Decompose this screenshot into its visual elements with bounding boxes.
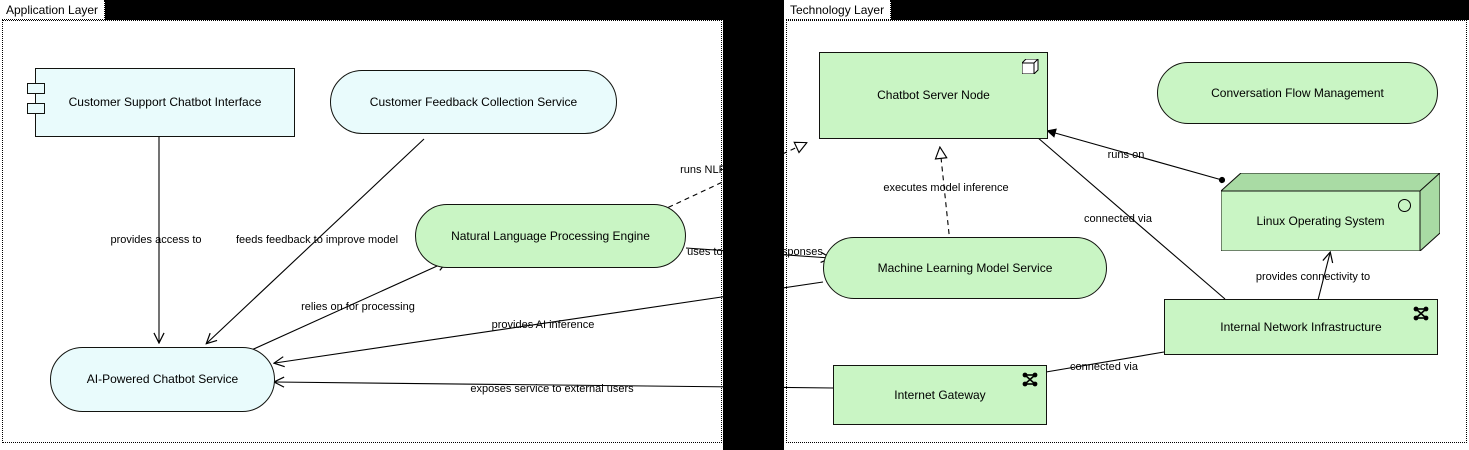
occlusion-band-top-left bbox=[98, 0, 723, 20]
element-internet-gateway[interactable]: Internet Gateway bbox=[833, 365, 1047, 425]
edge-connected-via-gateway bbox=[1045, 351, 1165, 373]
edge-label-runs-nlp: runs NLP bbox=[680, 164, 726, 176]
element-ai-powered-chatbot-service[interactable]: AI-Powered Chatbot Service bbox=[50, 347, 275, 412]
edge-label-provides-connectivity-to: provides connectivity to bbox=[1255, 271, 1371, 283]
element-label: Internal Network Infrastructure bbox=[1220, 319, 1382, 334]
edge-runs-on bbox=[1048, 131, 1222, 180]
occlusion-band-vertical bbox=[723, 0, 784, 450]
element-label: Internet Gateway bbox=[894, 387, 986, 402]
edge-label-feeds-feedback: feeds feedback to improve model bbox=[235, 234, 399, 246]
edge-connected-via-server bbox=[1029, 130, 1226, 300]
application-layer-label: Application Layer bbox=[2, 0, 106, 20]
element-chatbot-server-node[interactable]: Chatbot Server Node bbox=[819, 52, 1048, 139]
component-lug-bottom-icon bbox=[27, 103, 45, 114]
edge-label-exposes-service: exposes service to external users bbox=[470, 383, 634, 395]
device-3d-body bbox=[1221, 173, 1440, 251]
edge-label-runs-on: runs on bbox=[1107, 149, 1145, 161]
edge-label-executes-model-inference: executes model inference bbox=[883, 182, 1009, 194]
element-internal-network-infrastructure[interactable]: Internal Network Infrastructure bbox=[1164, 299, 1438, 355]
technology-layer-panel[interactable] bbox=[786, 20, 1467, 443]
edge-provides-connectivity-to bbox=[1317, 253, 1330, 301]
element-customer-feedback-collection-service[interactable]: Customer Feedback Collection Service bbox=[330, 70, 617, 134]
edge-label-provides-access-to: provides access to bbox=[110, 234, 202, 246]
element-label: Conversation Flow Management bbox=[1211, 85, 1384, 100]
communication-network-icon bbox=[1413, 306, 1429, 321]
edge-label-connected-via-server: connected via bbox=[1084, 213, 1152, 225]
edge-relies-on-for-processing bbox=[246, 262, 446, 353]
edge-feeds-feedback bbox=[207, 138, 425, 343]
system-software-circle-icon bbox=[1398, 199, 1411, 212]
element-customer-support-chatbot-interface[interactable]: Customer Support Chatbot Interface bbox=[27, 68, 295, 137]
edge-label-connected-via-gateway: connected via bbox=[1070, 361, 1138, 373]
element-label: Customer Feedback Collection Service bbox=[369, 94, 578, 109]
element-label: AI-Powered Chatbot Service bbox=[86, 372, 239, 387]
element-natural-language-processing-engine[interactable]: Natural Language Processing Engine bbox=[415, 204, 686, 268]
communication-network-icon bbox=[1022, 372, 1038, 387]
node-cube-icon bbox=[1022, 59, 1039, 74]
element-label: Linux Operating System bbox=[1256, 214, 1385, 228]
edge-label-provides-ai-inference: provides AI inference bbox=[491, 319, 595, 331]
element-label: Chatbot Server Node bbox=[877, 88, 990, 103]
component-lug-top-icon bbox=[27, 83, 45, 94]
element-linux-operating-system[interactable]: Linux Operating System bbox=[1221, 173, 1440, 251]
technology-layer-label: Technology Layer bbox=[786, 0, 892, 20]
application-layer-panel[interactable] bbox=[2, 20, 722, 443]
occlusion-band-top-right bbox=[884, 0, 1469, 20]
edge-executes-model-inference bbox=[940, 148, 951, 244]
element-machine-learning-model-service[interactable]: Machine Learning Model Service bbox=[823, 237, 1107, 299]
element-label: Natural Language Processing Engine bbox=[451, 228, 650, 243]
element-conversation-flow-management[interactable]: Conversation Flow Management bbox=[1157, 62, 1438, 124]
element-label: Machine Learning Model Service bbox=[877, 260, 1053, 275]
element-label: Customer Support Chatbot Interface bbox=[68, 95, 262, 110]
edge-label-relies-on-for-processing: relies on for processing bbox=[301, 301, 415, 313]
